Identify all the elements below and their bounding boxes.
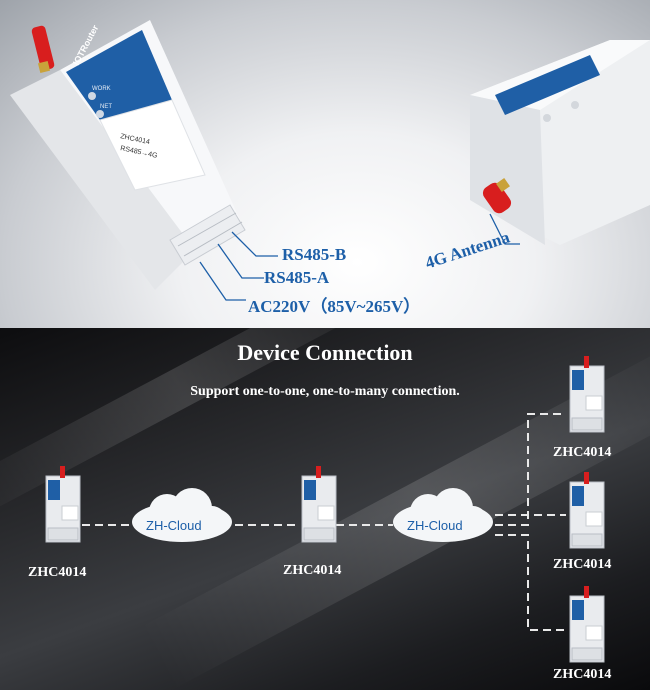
cloud-icon-2 <box>393 488 493 542</box>
device-label-1: ZHC4014 <box>28 565 87 580</box>
large-device-image <box>10 20 246 290</box>
device-label-3: ZHC4014 <box>553 445 612 460</box>
device-label-5: ZHC4014 <box>553 667 612 682</box>
device-label-4: ZHC4014 <box>553 557 612 572</box>
led-net-label: NET <box>100 104 112 110</box>
section-title: Device Connection <box>237 340 413 365</box>
rs485a-label: RS485-A <box>264 268 330 287</box>
rs485b-label: RS485-B <box>282 245 347 264</box>
section-subtitle: Support one-to-one, one-to-many connecti… <box>190 384 460 399</box>
side-device-image <box>470 40 650 245</box>
led-work-label: WORK <box>92 86 111 92</box>
hero-section: IOTRouter WORK NET ZHC4014 RS485→4G RS48… <box>0 0 650 328</box>
cloud-label-1: ZH-Cloud <box>146 518 202 533</box>
device-label-2: ZHC4014 <box>283 563 342 578</box>
cloud-icon-1 <box>132 488 232 542</box>
device-icon-2 <box>301 465 337 543</box>
hero-illustration: IOTRouter WORK NET ZHC4014 RS485→4G <box>10 20 650 301</box>
device-icon-4 <box>569 471 605 549</box>
cloud-label-2: ZH-Cloud <box>407 518 463 533</box>
device-icon-5 <box>569 585 605 663</box>
ac-power-label: AC220V（85V~265V） <box>248 297 421 316</box>
device-icon-1 <box>45 465 81 543</box>
